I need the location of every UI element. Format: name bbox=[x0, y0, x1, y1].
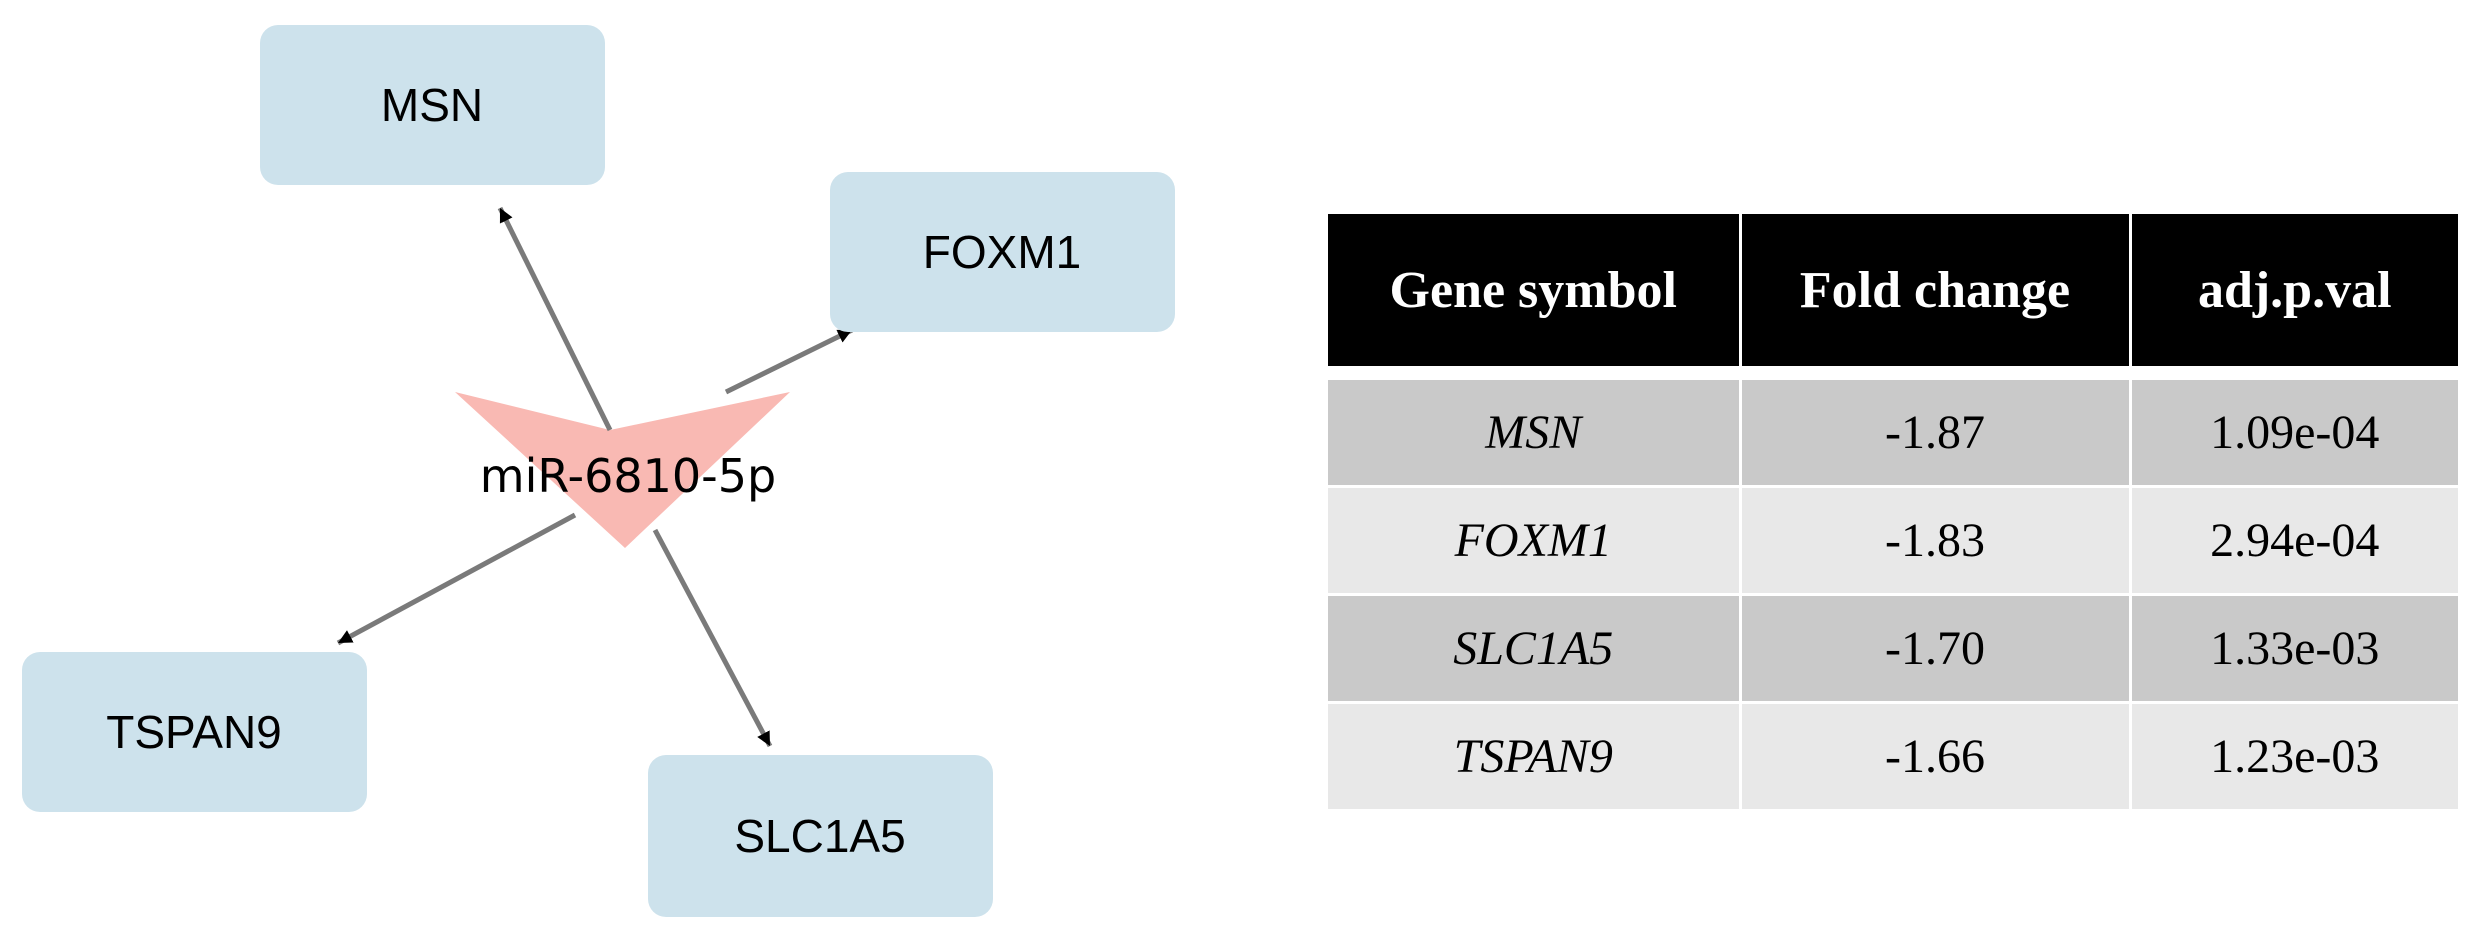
target-node-label: FOXM1 bbox=[923, 226, 1081, 278]
edge-foxm1 bbox=[724, 327, 854, 395]
cell-adj-p-val: 1.09e-04 bbox=[2130, 373, 2458, 488]
target-node-box bbox=[260, 25, 605, 185]
cell-fold-change: -1.70 bbox=[1740, 594, 2132, 704]
target-node-tspan9[interactable]: TSPAN9 bbox=[22, 652, 367, 812]
column-header-gene-symbol: Gene symbol bbox=[1328, 214, 1742, 373]
table-row: FOXM1 -1.83 2.94e-04 bbox=[1328, 486, 2458, 596]
target-node-label: TSPAN9 bbox=[106, 706, 282, 758]
gene-expression-table: Gene symbol Fold change adj.p.val MSN -1… bbox=[1328, 214, 2458, 812]
mirna-node-label: miR-6810-5p bbox=[480, 449, 776, 503]
table-header-row: Gene symbol Fold change adj.p.val bbox=[1328, 214, 2458, 373]
table-row: TSPAN9 -1.66 1.23e-03 bbox=[1328, 702, 2458, 812]
cell-adj-p-val: 2.94e-04 bbox=[2130, 486, 2458, 596]
edges bbox=[336, 206, 854, 748]
cell-gene-symbol: SLC1A5 bbox=[1328, 594, 1742, 704]
cell-gene-symbol: TSPAN9 bbox=[1328, 702, 1742, 812]
cell-fold-change: -1.87 bbox=[1740, 373, 2132, 488]
table-row: SLC1A5 -1.70 1.33e-03 bbox=[1328, 594, 2458, 704]
target-node-msn[interactable]: MSN bbox=[260, 25, 605, 185]
column-header-adj-p-val: adj.p.val bbox=[2130, 214, 2458, 373]
cell-adj-p-val: 1.23e-03 bbox=[2130, 702, 2458, 812]
cell-gene-symbol: MSN bbox=[1328, 373, 1742, 488]
target-node-label: MSN bbox=[381, 79, 483, 131]
edge-slc1a5 bbox=[652, 528, 773, 748]
target-node-label: SLC1A5 bbox=[734, 810, 905, 862]
cell-fold-change: -1.83 bbox=[1740, 486, 2132, 596]
cell-gene-symbol: FOXM1 bbox=[1328, 486, 1742, 596]
target-node-box bbox=[830, 172, 1175, 332]
mirna-node-shape[interactable] bbox=[455, 392, 790, 548]
cell-adj-p-val: 1.33e-03 bbox=[2130, 594, 2458, 704]
edge-tspan9 bbox=[336, 512, 577, 646]
column-header-fold-change: Fold change bbox=[1740, 214, 2132, 373]
mirna-target-network: MSN FOXM1 TSPAN9 SLC1A5 miR-6810-5p bbox=[22, 25, 1175, 917]
target-node-box bbox=[22, 652, 367, 812]
target-node-slc1a5[interactable]: SLC1A5 bbox=[648, 755, 993, 917]
edge-msn bbox=[497, 206, 613, 432]
target-node-foxm1[interactable]: FOXM1 bbox=[830, 172, 1175, 332]
table-row: MSN -1.87 1.09e-04 bbox=[1328, 373, 2458, 488]
cell-fold-change: -1.66 bbox=[1740, 702, 2132, 812]
target-node-box bbox=[648, 755, 993, 917]
